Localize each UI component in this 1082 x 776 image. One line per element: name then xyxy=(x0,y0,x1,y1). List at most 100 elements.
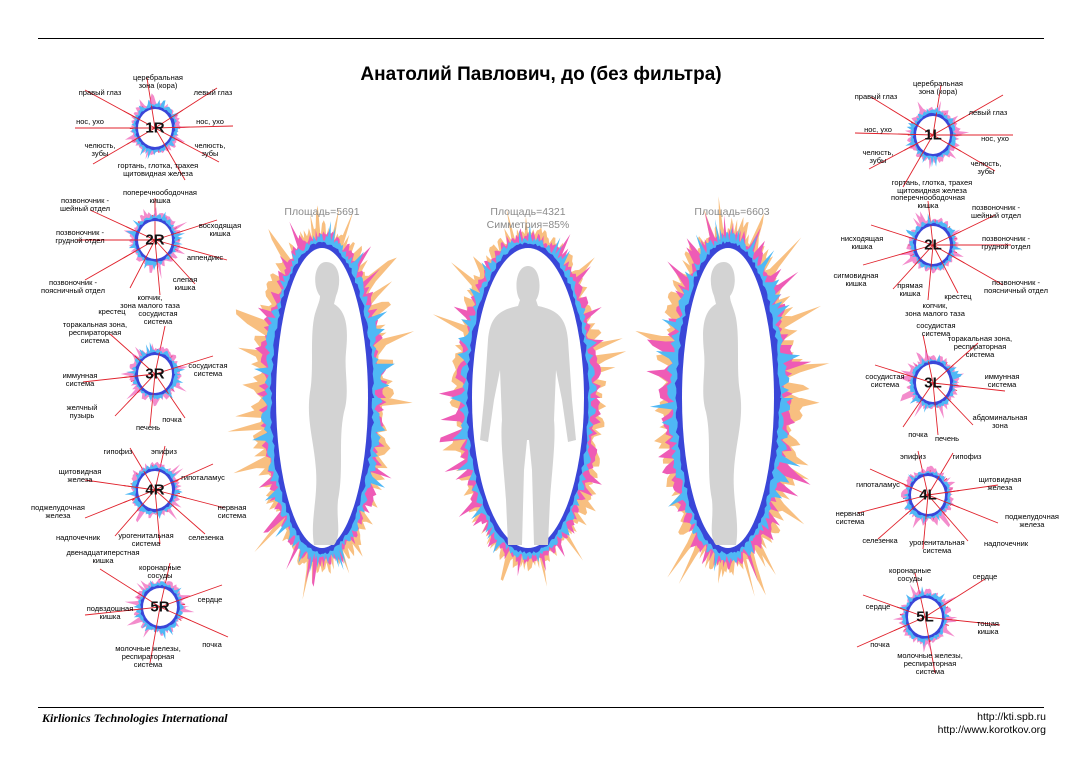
sector-line-inner xyxy=(159,596,189,608)
finger-r5 xyxy=(84,562,229,664)
finger-code: 1L xyxy=(924,126,942,144)
sector-line-inner xyxy=(154,239,188,250)
sector-line-inner xyxy=(152,373,156,398)
sector-line-inner xyxy=(154,109,184,129)
sector-line-inner xyxy=(159,587,165,608)
sector-line-inner xyxy=(930,244,934,270)
sector-line-inner xyxy=(903,134,934,151)
sector-line-inner xyxy=(932,231,962,246)
sector-label: почка xyxy=(162,415,182,424)
sector-label: челюсть,зубы xyxy=(194,141,226,158)
sector-line-inner xyxy=(920,597,926,618)
sector-line-inner xyxy=(932,382,952,403)
bottom-rule xyxy=(38,707,1044,708)
sector-label: нос, ухо xyxy=(981,134,1009,143)
area-left: Площадь=5691 xyxy=(284,206,360,218)
sector-label: печень xyxy=(135,423,161,432)
sector-line-inner xyxy=(932,244,965,264)
silhouette-left xyxy=(308,262,347,545)
sector-label: нос, ухо xyxy=(76,117,104,126)
sector-label: надпочечник xyxy=(55,533,101,542)
sector-label: позвоночник -поясничный отдел xyxy=(41,278,105,295)
sector-label: почка xyxy=(870,640,890,649)
brand-logo: Kirlionics Technologies International xyxy=(42,711,228,725)
url-2[interactable]: http://www.korotkov.org xyxy=(937,724,1046,736)
finger-l4 xyxy=(857,450,999,550)
sector-label: правый глаз xyxy=(854,92,898,101)
sector-line-inner xyxy=(123,239,156,259)
sector-line-inner xyxy=(924,599,953,618)
sector-label: аппендикс xyxy=(186,253,224,262)
sector-line-inner xyxy=(154,470,160,491)
sector-label: селезенка xyxy=(188,533,224,542)
sector-label: печень xyxy=(934,434,960,443)
finger-code: 3L xyxy=(924,374,942,392)
sector-label: почка xyxy=(908,430,928,439)
sector-line-inner xyxy=(143,239,156,262)
sector-line-inner xyxy=(154,365,182,375)
sector-line-inner xyxy=(932,244,945,267)
finger-l2 xyxy=(862,200,1011,301)
top-rule xyxy=(38,38,1044,39)
sector-label: гипоталамус xyxy=(181,473,225,482)
sector-line-inner xyxy=(154,127,169,152)
sector-line-inner xyxy=(154,489,187,499)
sector-label: челюсть,зубы xyxy=(84,141,116,158)
sector-line-inner xyxy=(143,470,156,491)
silhouette-right xyxy=(703,262,742,545)
page-title: Анатолий Павлович, до (без фильтра) xyxy=(360,64,722,85)
sector-line-inner xyxy=(896,494,929,504)
sector-line-inner xyxy=(928,361,934,384)
sector-label: челюсть,зубы xyxy=(970,159,1002,176)
sector-line-inner xyxy=(927,475,940,496)
url-1[interactable]: http://kti.spb.ru xyxy=(977,711,1046,723)
sector-line-inner xyxy=(896,606,926,618)
sector-label: позвоночник -поясничный отдел xyxy=(984,278,1048,295)
sector-label: копчик,зона малого таза xyxy=(905,301,965,318)
sector-label: сердце xyxy=(972,572,998,581)
sector-label: гипофиз xyxy=(952,452,982,461)
finger-code: 4L xyxy=(919,486,937,504)
sector-line-inner xyxy=(154,489,158,515)
sector-line-inner xyxy=(927,490,960,496)
sector-line-inner xyxy=(123,489,156,504)
sector-line-inner xyxy=(123,485,156,491)
sector-line-inner xyxy=(154,477,182,491)
finger-code: 3R xyxy=(145,365,165,383)
aura-right-profile xyxy=(635,196,830,597)
sector-label: селезенка xyxy=(862,536,898,545)
sector-line-inner xyxy=(154,127,185,144)
sector-line-inner xyxy=(901,244,934,255)
finger-code: 5L xyxy=(916,608,934,626)
sector-label: гипофиз xyxy=(103,447,133,456)
silhouette-front xyxy=(480,266,576,545)
sector-line-inner xyxy=(155,606,161,633)
finger-r1 xyxy=(75,77,234,181)
symmetry-front: Симметрия=85% xyxy=(486,219,570,231)
sector-line-inner xyxy=(905,494,929,516)
sector-line-inner xyxy=(123,110,156,129)
sector-line-inner xyxy=(923,475,929,496)
sector-label: левый глаз xyxy=(193,88,233,97)
